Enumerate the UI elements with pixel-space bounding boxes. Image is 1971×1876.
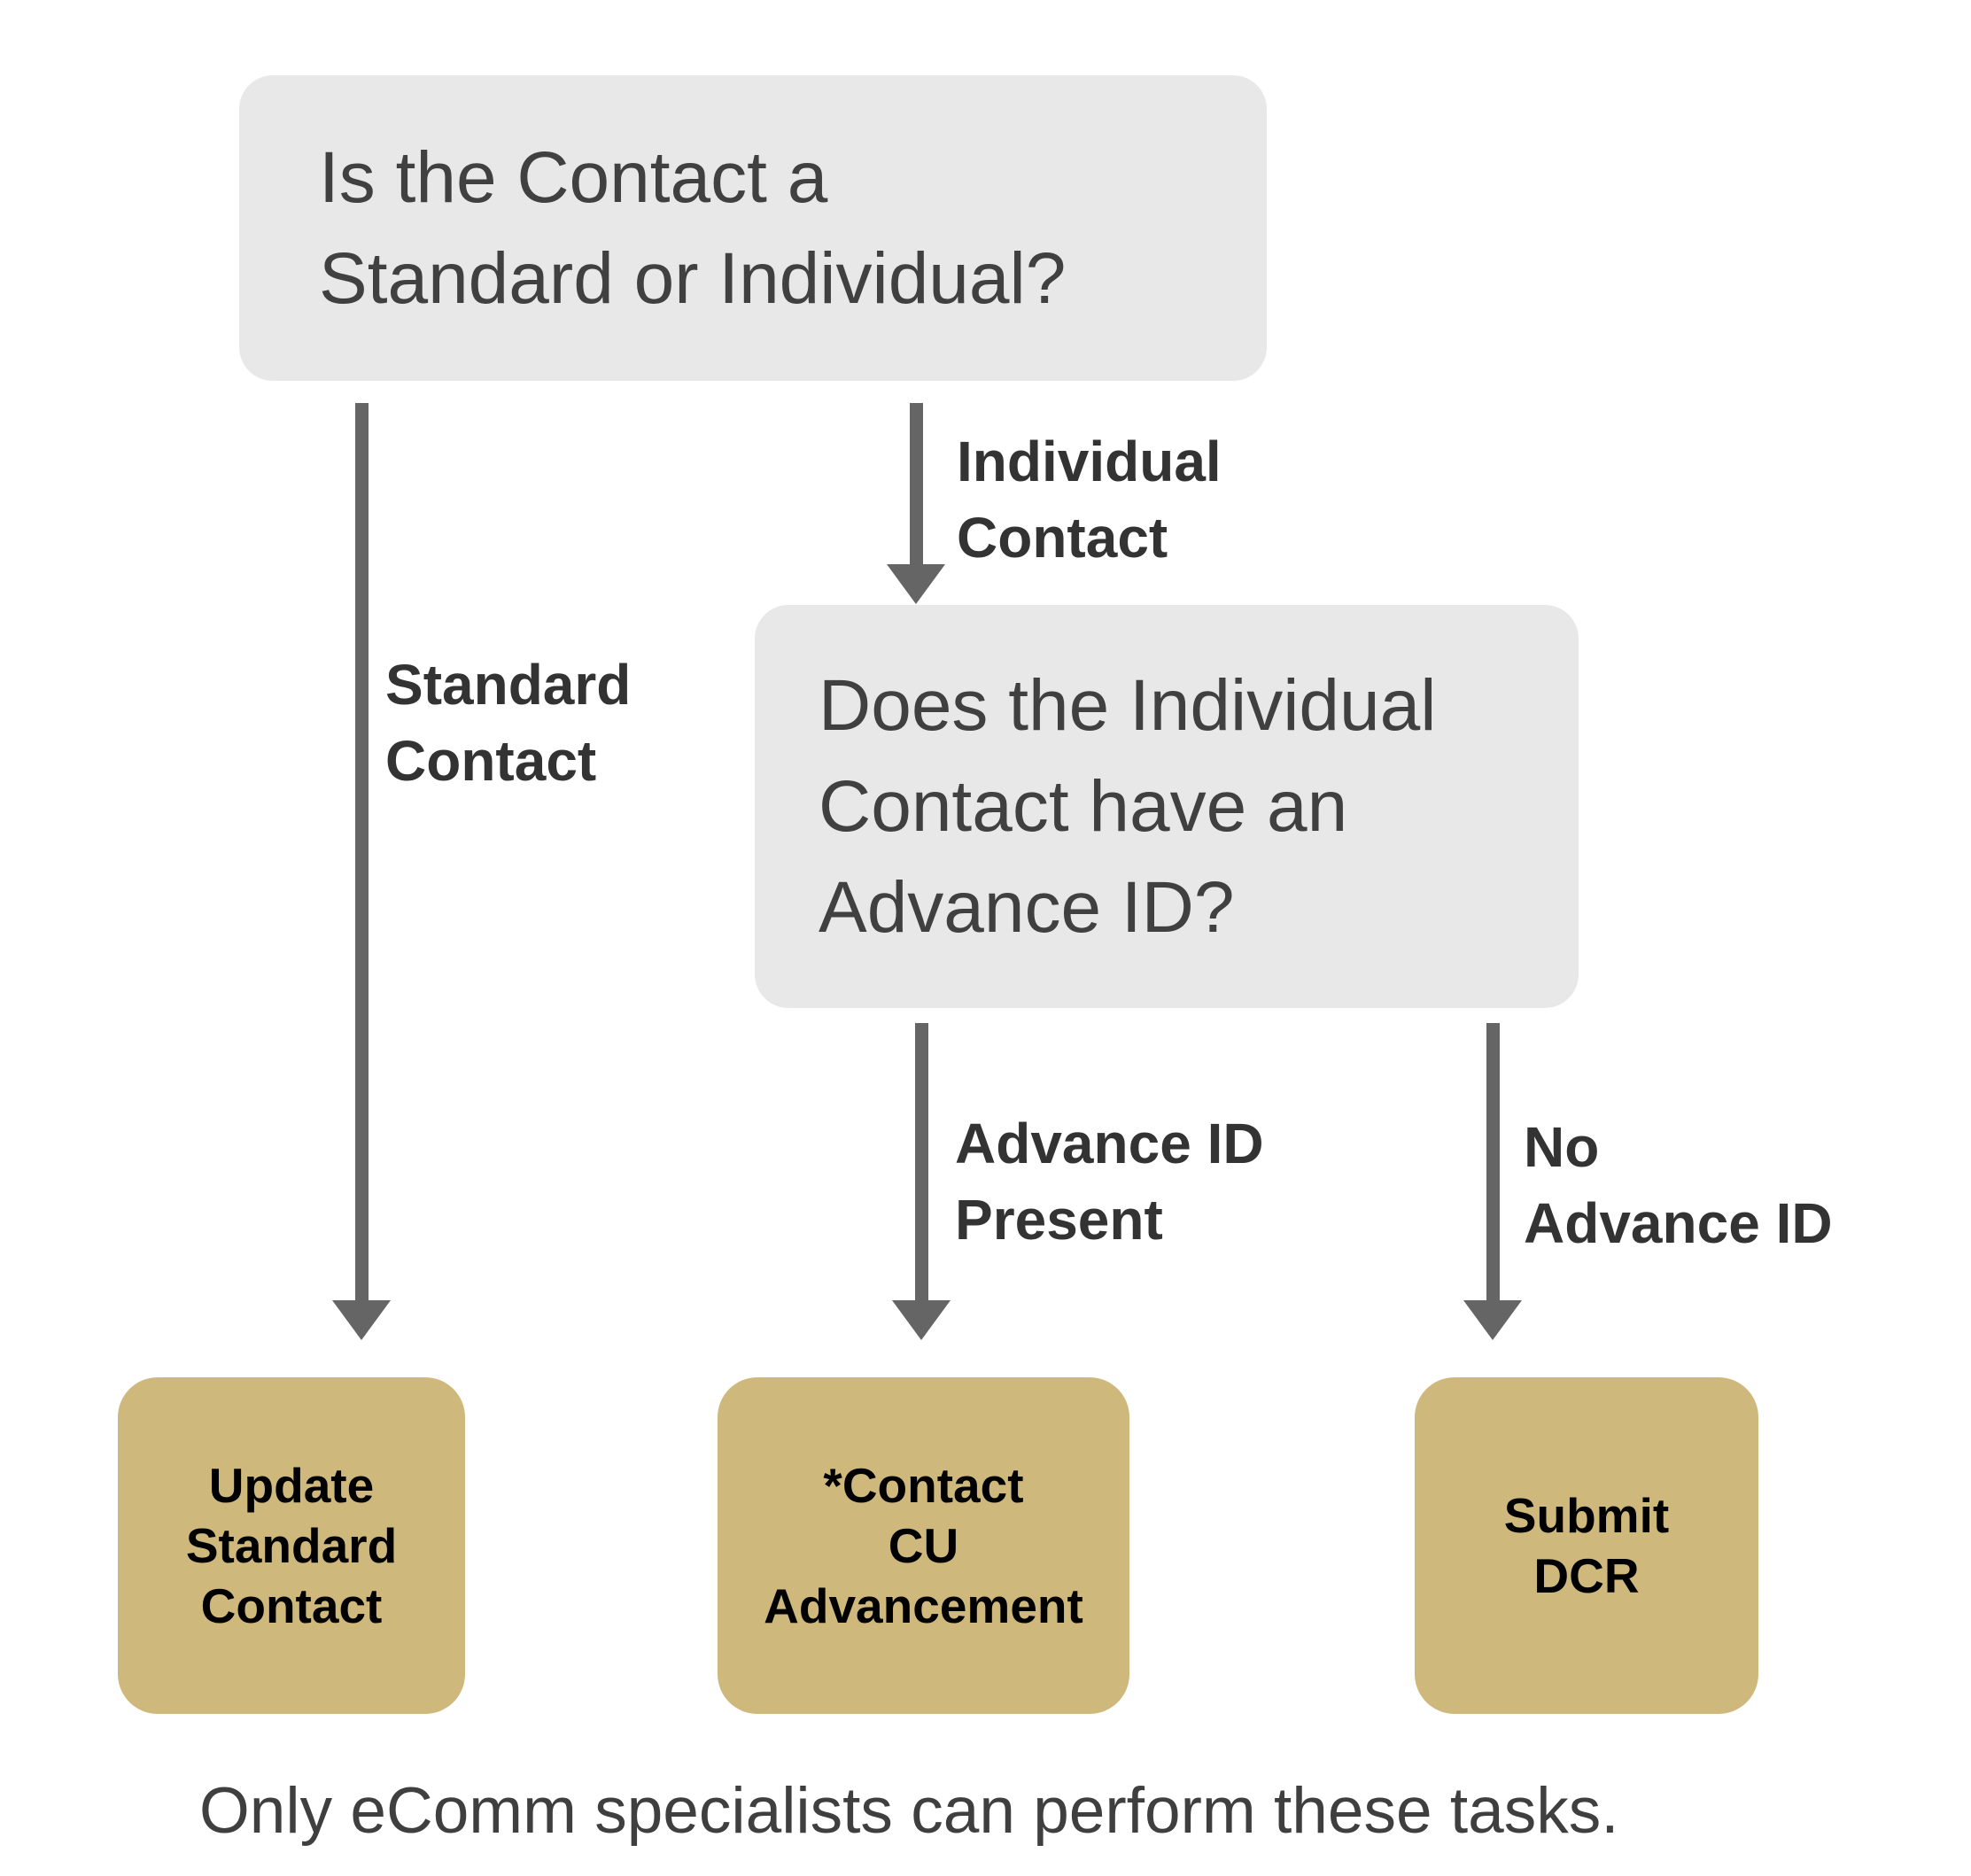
question-box-contact-type-text: Is the Contact a Standard or Individual? xyxy=(319,136,1067,319)
question-box-advance-id: Does the Individual Contact have an Adva… xyxy=(755,605,1579,1008)
result-box-contact-cu-advancement-text: *Contact CU Advancement xyxy=(764,1458,1083,1633)
edge-label-advance-id-present: Advance ID Present xyxy=(955,1112,1264,1252)
arrow-advance-id-present-line xyxy=(915,1023,928,1302)
edge-label-no-advance-id: No Advance ID xyxy=(1524,1115,1833,1255)
question-box-contact-type: Is the Contact a Standard or Individual? xyxy=(239,75,1267,381)
arrow-no-advance-id-line xyxy=(1486,1023,1500,1302)
result-box-update-standard-contact: Update Standard Contact xyxy=(118,1377,465,1714)
arrow-advance-id-present-head-icon xyxy=(892,1300,951,1340)
result-box-submit-dcr: Submit DCR xyxy=(1415,1377,1758,1714)
arrow-individual-contact-head-icon xyxy=(887,564,945,604)
footer-caption: Only eComm specialists can perform these… xyxy=(199,1775,1619,1847)
arrow-standard-contact-head-icon xyxy=(332,1300,391,1340)
edge-label-individual-contact: Individual Contact xyxy=(957,430,1222,570)
arrow-individual-contact-line xyxy=(910,403,923,567)
question-box-advance-id-text: Does the Individual Contact have an Adva… xyxy=(819,664,1437,948)
arrow-standard-contact-line xyxy=(355,403,369,1302)
arrow-no-advance-id-head-icon xyxy=(1463,1300,1522,1340)
result-box-update-standard-contact-text: Update Standard Contact xyxy=(185,1458,398,1633)
result-box-contact-cu-advancement: *Contact CU Advancement xyxy=(718,1377,1129,1714)
edge-label-standard-contact: Standard Contact xyxy=(385,653,632,793)
result-box-submit-dcr-text: Submit DCR xyxy=(1503,1488,1670,1603)
